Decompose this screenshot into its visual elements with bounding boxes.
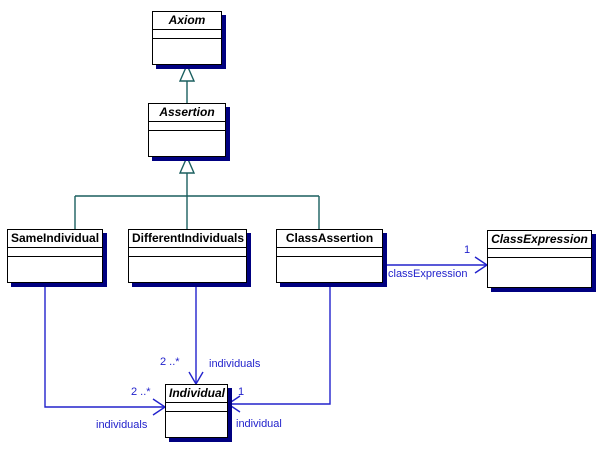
class-box-classassertion[interactable]: ClassAssertion (276, 229, 383, 283)
class-name-classexpression: ClassExpression (488, 231, 591, 249)
class-name-classassertion: ClassAssertion (277, 230, 382, 248)
class-attributes-sameindividual (8, 248, 102, 257)
class-attributes-assertion (149, 122, 225, 131)
class-operations-classexpression (488, 258, 591, 314)
association-arrowhead (188, 371, 204, 386)
class-name-sameindividual: SameIndividual (8, 230, 102, 248)
association-multiplicity-label-classexpression: 1 (464, 244, 471, 256)
association-multiplicity-label-differentindividuals: 2 ..* (160, 356, 180, 368)
class-box-axiom[interactable]: Axiom (152, 11, 222, 65)
class-attributes-axiom (153, 30, 221, 39)
class-operations-axiom (153, 39, 221, 91)
class-box-sameindividual[interactable]: SameIndividual (7, 229, 103, 283)
association-arrowhead (474, 256, 489, 274)
class-attributes-classexpression (488, 249, 591, 258)
class-attributes-differentindividuals (129, 248, 246, 257)
class-box-assertion[interactable]: Assertion (148, 103, 226, 157)
association-arrowhead (226, 395, 241, 413)
association-role-label-classassertion-individual: individual (236, 418, 282, 430)
association-role-label-differentindividuals-individuals: individuals (209, 358, 261, 370)
class-box-individual[interactable]: Individual (165, 384, 228, 438)
class-name-assertion: Assertion (149, 104, 225, 122)
class-name-differentindividuals: DifferentIndividuals (129, 230, 246, 248)
association-role-label-classexpression: classExpression (388, 268, 468, 280)
class-operations-individual (166, 412, 227, 450)
class-attributes-classassertion (277, 248, 382, 257)
class-box-classexpression[interactable]: ClassExpression (487, 230, 592, 288)
class-operations-classassertion (277, 257, 382, 309)
class-operations-sameindividual (8, 257, 102, 309)
class-name-individual: Individual (166, 385, 227, 403)
class-box-differentindividuals[interactable]: DifferentIndividuals (128, 229, 247, 283)
association-arrowhead (152, 398, 167, 416)
association-multiplicity-label-classassertion-individual: 1 (238, 386, 245, 398)
class-operations-assertion (149, 131, 225, 183)
association-multiplicity-label-sameindividual: 2 ..* (131, 386, 151, 398)
class-operations-differentindividuals (129, 257, 246, 309)
class-attributes-individual (166, 403, 227, 412)
association-role-label-sameindividual-individuals: individuals (96, 419, 148, 431)
class-name-axiom: Axiom (153, 12, 221, 30)
